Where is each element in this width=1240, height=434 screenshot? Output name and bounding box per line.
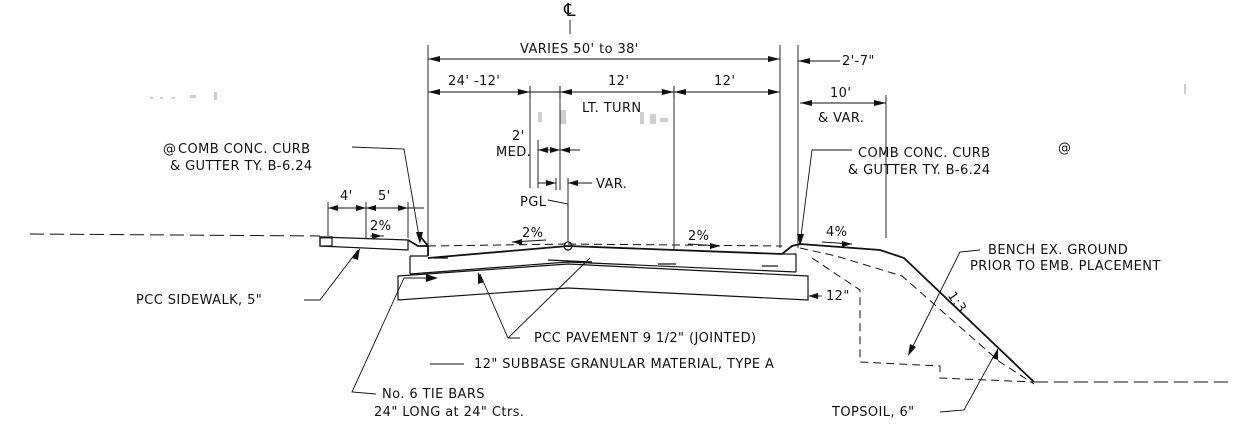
bench-label-2: PRIOR TO EMB. PLACEMENT	[970, 259, 1161, 274]
cross-slope-left-pavement: 2%	[522, 226, 543, 241]
sidewalk-label: PCC SIDEWALK, 5"	[136, 293, 262, 308]
right-parkway-dim: 10'	[830, 86, 851, 101]
tie-bars-label-2: 24" LONG at 24" Ctrs.	[374, 405, 524, 420]
right-curb-label-2: & GUTTER TY. B-6.24	[848, 163, 991, 178]
pavement-label: PCC PAVEMENT 9 1/2" (JOINTED)	[534, 331, 757, 346]
right-parkway-var: & VAR.	[818, 111, 864, 126]
right-curb-label-1: COMB CONC. CURB	[858, 146, 991, 161]
cross-slope-shoulder: 4%	[826, 225, 847, 240]
left-lanes-dim: 24' -12'	[448, 74, 500, 89]
dimension-lines	[327, 45, 887, 250]
note-mark-left: @	[163, 142, 176, 157]
overall-width-dim: VARIES 50' to 38'	[520, 42, 639, 57]
parkway-width-dim: 5'	[378, 189, 391, 204]
lt-turn-label: LT. TURN	[582, 101, 642, 116]
topsoil-label: TOPSOIL, 6"	[831, 405, 915, 420]
center-lane-dim: 12'	[608, 74, 629, 89]
cross-slope-right-pavement: 2%	[688, 229, 709, 244]
pgl-label: PGL	[520, 195, 547, 210]
median-label: MED.	[496, 145, 531, 160]
tie-bars-label-1: No. 6 TIE BARS	[382, 387, 485, 402]
left-curb-label-2: & GUTTER TY. B-6.24	[170, 159, 313, 174]
scan-smudges	[150, 84, 1186, 124]
leader-lines	[304, 146, 998, 413]
cross-slope-parkway: 2%	[370, 219, 391, 234]
bench-label-1: BENCH EX. GROUND	[988, 243, 1128, 258]
note-mark-right: @	[1058, 141, 1071, 156]
subbase-label: 12" SUBBASE GRANULAR MATERIAL, TYPE A	[474, 357, 774, 372]
right-lane-dim: 12'	[714, 74, 735, 89]
side-slope: 1:3	[944, 289, 969, 316]
sidewalk-width-dim: 4'	[340, 189, 353, 204]
left-curb-label-1: COMB CONC. CURB	[178, 142, 311, 157]
right-offset-dim: 2'-7"	[842, 54, 875, 69]
sub-edge-dim: 12"	[826, 289, 850, 304]
var-dim: VAR.	[596, 177, 627, 192]
median-dim: 2'	[512, 129, 525, 144]
cross-section	[29, 233, 1228, 385]
centerline-symbol: ℄	[563, 0, 576, 21]
